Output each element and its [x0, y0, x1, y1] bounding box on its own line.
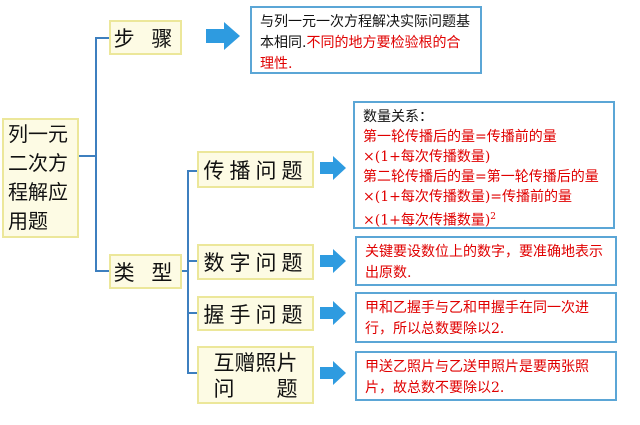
- types-connector: [182, 270, 189, 272]
- branch-number: [187, 260, 197, 262]
- number-note-text: 关键要设数位上的数字，要准确地表示出原数.: [365, 244, 603, 281]
- arrow-handshake-icon: [320, 301, 346, 325]
- branch-handshake: [187, 312, 197, 314]
- type-spread-note: 数量关系： 第一轮传播后的量=传播前的量×(1+每次传播数量) 第二轮传播后的量…: [353, 101, 615, 229]
- types-node: 类 型: [109, 254, 182, 289]
- main-trunk: [95, 37, 97, 271]
- arrow-spread-icon: [320, 156, 346, 180]
- steps-note-black: 与列一元一次方程解决实际问题基本相同.: [260, 14, 470, 51]
- steps-note: 与列一元一次方程解决实际问题基本相同.不同的地方要检验根的合理性.: [250, 6, 482, 74]
- type-handshake-note: 甲和乙握手与乙和甲握手在同一次进行，所以总数要除以2.: [355, 292, 617, 343]
- spread-note-line2: 第二轮传播后的量=第一轮传播后的量×(1+每次传播数量)=传播前的量×(1+每次…: [363, 169, 599, 229]
- root-connector: [79, 155, 95, 157]
- type-photos-note: 甲送乙照片与乙送甲照片是要两张照片，故总数不要除以2.: [355, 351, 617, 401]
- photos-note-text: 甲送乙照片与乙送甲照片是要两张照片，故总数不要除以2.: [365, 359, 589, 396]
- arrow-number-icon: [320, 249, 346, 273]
- type-photos-node: 互赠照片 问 题: [197, 346, 314, 404]
- photos-label-line1: 互赠照片: [213, 351, 298, 375]
- branch-photos: [187, 372, 197, 374]
- spread-note-line1: 第一轮传播后的量=传播前的量×(1+每次传播数量): [363, 129, 557, 165]
- type-handshake-node: 握手问题: [197, 296, 314, 331]
- root-line-2: 二次方: [8, 151, 68, 175]
- types-trunk: [187, 170, 189, 373]
- root-line-4: 用题: [8, 209, 48, 233]
- type-number-note: 关键要设数位上的数字，要准确地表示出原数.: [355, 236, 617, 286]
- steps-note-red: 不同的地方要检验根的合理性.: [260, 35, 461, 72]
- arrow-photos-icon: [320, 361, 346, 385]
- spread-note-title: 数量关系：: [363, 109, 433, 125]
- type-spread-node: 传播问题: [197, 151, 314, 188]
- branch-spread: [187, 170, 197, 172]
- branch-steps: [95, 37, 109, 39]
- type-number-node: 数字问题: [197, 244, 314, 280]
- spread-note-exponent: 2: [490, 212, 497, 222]
- arrow-steps-icon: [206, 22, 240, 50]
- handshake-note-text: 甲和乙握手与乙和甲握手在同一次进行，所以总数要除以2.: [365, 300, 589, 337]
- root-line-3: 程解应: [8, 180, 68, 204]
- root-line-1: 列一元: [8, 122, 68, 146]
- steps-node: 步 骤: [109, 20, 182, 55]
- branch-types: [95, 270, 109, 272]
- root-topic: 列一元 二次方 程解应 用题: [2, 118, 79, 238]
- photos-label-line2: 问 题: [213, 377, 298, 401]
